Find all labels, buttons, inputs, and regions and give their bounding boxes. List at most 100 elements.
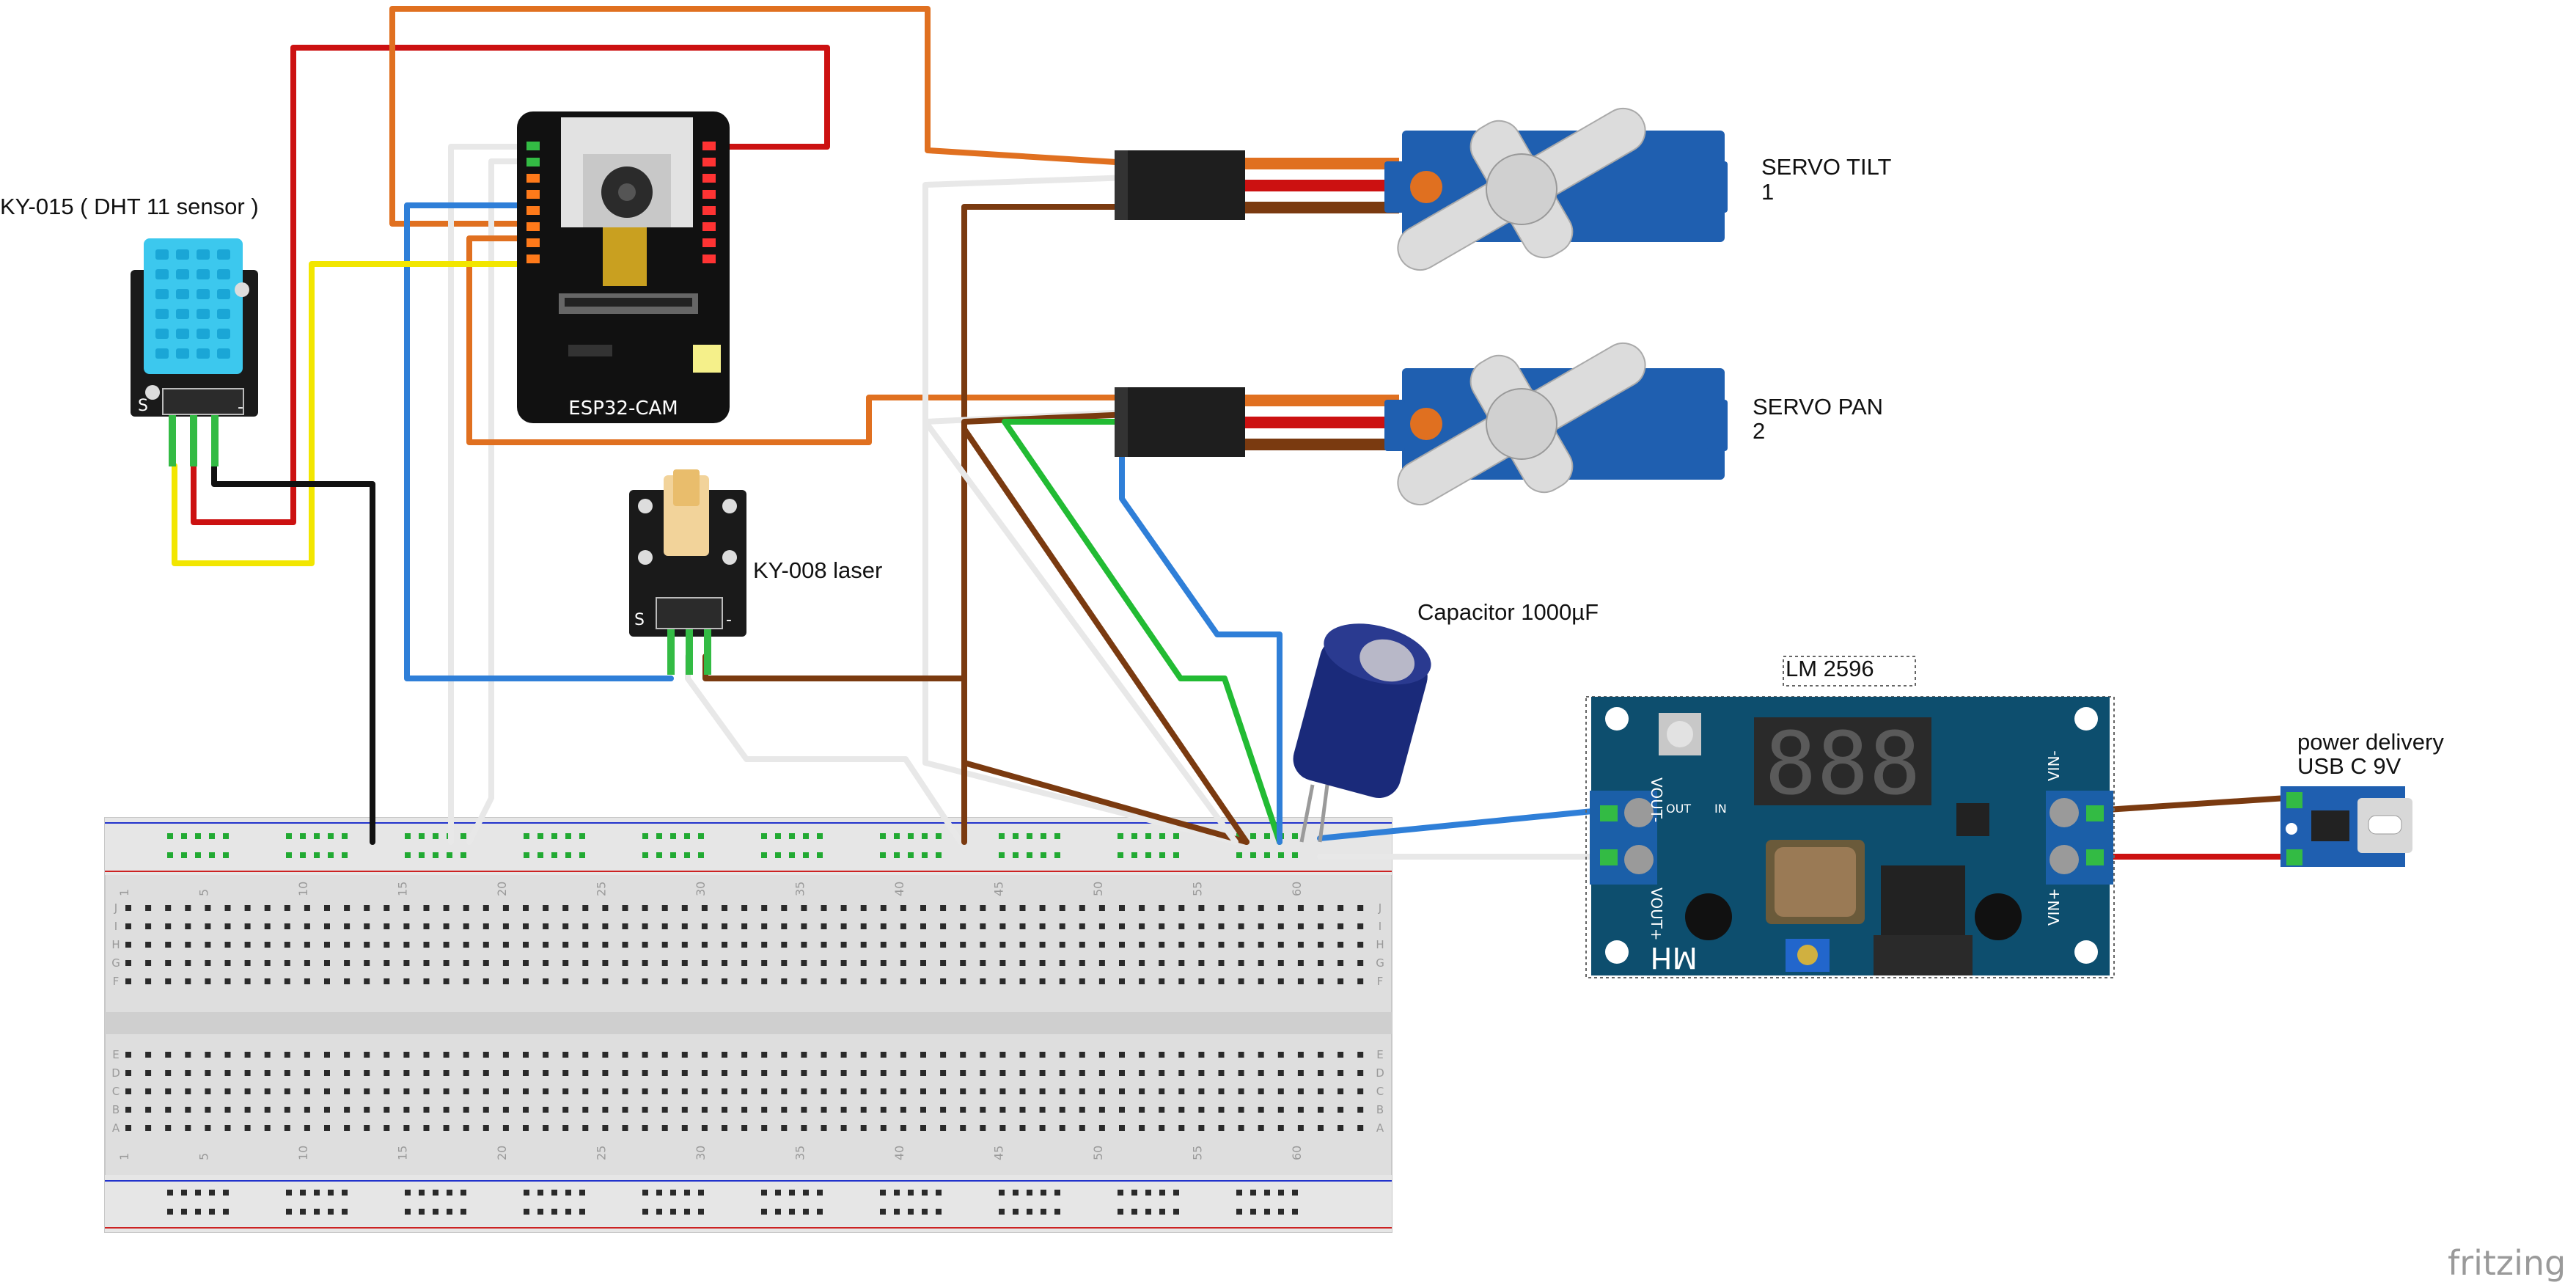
breadboard-row-letter: D xyxy=(1376,1066,1384,1080)
lm2596-regulator: 888 VOUT- VOUT+ VIN- VIN+ OUT I xyxy=(1585,656,2115,978)
wire-white-tilt xyxy=(922,175,1239,845)
label-servo-pan-number: 2 xyxy=(1753,418,1765,444)
capacitor-leg-1 xyxy=(1299,784,1315,843)
wire-black-dht xyxy=(211,463,375,845)
servo-tilt xyxy=(1384,108,1728,271)
breadboard-column-number: 50 xyxy=(1091,1146,1105,1160)
breadboard-row-letter: G xyxy=(1376,956,1384,970)
wire-brown-pan xyxy=(961,411,1250,845)
breadboard-column-number: 20 xyxy=(495,1146,509,1160)
label-servo-tilt: SERVO TILT xyxy=(1761,154,1892,180)
breadboard-column-number: 60 xyxy=(1290,882,1304,896)
wire-brown-vin xyxy=(2093,795,2289,813)
breadboard-column-numbers: 1155101015152020252530303535404045455050… xyxy=(111,882,1384,1160)
wire-blue-laser xyxy=(404,202,674,681)
servo-pan-connector xyxy=(1115,387,1399,457)
breadboard-row-letter: E xyxy=(112,1048,119,1061)
breadboard-column-number: 20 xyxy=(495,882,509,896)
breadboard-row-letter: A xyxy=(1376,1121,1384,1135)
breadboard-column-number: 40 xyxy=(892,1146,906,1160)
wire-green-pan xyxy=(1002,419,1283,845)
breadboard-column-number: 25 xyxy=(594,1146,608,1160)
vin-plus-mark: VIN+ xyxy=(2045,888,2063,926)
breadboard-column-number: 45 xyxy=(991,1146,1005,1160)
wire-blue-vout xyxy=(1317,808,1603,841)
breadboard-column-number: 30 xyxy=(694,882,708,896)
breadboard-holes xyxy=(125,833,1364,1215)
label-dht-sensor: KY-015 ( DHT 11 sensor ) xyxy=(0,194,259,219)
breadboard: 1155101015152020252530303535404045455050… xyxy=(104,817,1392,1233)
breadboard-row-letter: I xyxy=(1379,920,1381,933)
fritzing-watermark: fritzing xyxy=(2448,1243,2566,1283)
breadboard-row-letter: D xyxy=(111,1066,120,1080)
esp32-cam-board: ESP32-CAM xyxy=(517,111,730,423)
wire-blue-pan xyxy=(1119,437,1283,845)
breadboard-row-letter: H xyxy=(1376,938,1384,951)
breadboard-row-letter: B xyxy=(112,1103,120,1116)
breadboard-row-letter: F xyxy=(1377,975,1384,988)
out-mark: OUT xyxy=(1666,802,1691,816)
servo-tilt-connector xyxy=(1115,150,1399,220)
dht-pin-s: S xyxy=(138,397,148,415)
laser-pin-s: S xyxy=(634,611,645,629)
breadboard-column-number: 25 xyxy=(594,882,608,896)
label-usb-c: USB C 9V xyxy=(2297,753,2401,779)
breadboard-column-number: 45 xyxy=(991,882,1005,896)
label-servo-tilt-number: 1 xyxy=(1761,179,1774,205)
wire-yellow-dht xyxy=(172,261,542,566)
esp32-board-label: ESP32-CAM xyxy=(568,398,678,420)
wire-white-esp-2 xyxy=(466,158,542,845)
wire-white-laser xyxy=(685,654,964,845)
breadboard-column-number: 40 xyxy=(892,882,906,896)
wire-red-power xyxy=(191,45,830,525)
breadboard-row-letter: J xyxy=(1378,901,1381,915)
breadboard-row-letter: C xyxy=(112,1085,120,1098)
breadboard-column-number: 30 xyxy=(694,1146,708,1160)
breadboard-column-number: 35 xyxy=(793,1146,807,1160)
wire-white-esp xyxy=(448,144,542,845)
vout-plus-mark: VOUT+ xyxy=(1648,887,1665,941)
breadboard-row-letter: H xyxy=(111,938,120,951)
breadboard-column-number: 1 xyxy=(117,1153,131,1160)
usb-c-power-module xyxy=(2280,786,2412,867)
breadboard-row-letter: G xyxy=(111,956,120,970)
breadboard-row-letter: B xyxy=(1376,1103,1384,1116)
breadboard-row-letter: F xyxy=(113,975,120,988)
breadboard-row-letter: J xyxy=(114,901,117,915)
vout-minus-mark: VOUT- xyxy=(1648,777,1665,822)
label-capacitor: Capacitor 1000µF xyxy=(1417,599,1599,625)
servo-pan xyxy=(1384,343,1728,505)
mh-mark: MH xyxy=(1650,940,1698,974)
wire-orange-pan xyxy=(466,235,1131,445)
label-regulator: LM 2596 xyxy=(1786,656,1874,681)
breadboard-column-number: 50 xyxy=(1091,882,1105,896)
label-laser: KY-008 laser xyxy=(753,557,882,583)
dht-pin-minus: - xyxy=(238,398,243,417)
vin-minus-mark: VIN- xyxy=(2045,750,2063,781)
breadboard-column-number: 15 xyxy=(395,1146,409,1160)
breadboard-column-number: 5 xyxy=(197,1153,210,1160)
breadboard-column-number: 1 xyxy=(117,889,131,896)
ky008-laser-module: S - xyxy=(629,469,746,675)
breadboard-column-number: 5 xyxy=(197,889,210,896)
capacitor xyxy=(1293,623,1431,798)
breadboard-row-letter: A xyxy=(112,1121,120,1135)
breadboard-column-number: 35 xyxy=(793,882,807,896)
breadboard-row-letter: C xyxy=(1376,1085,1384,1098)
breadboard-column-number: 10 xyxy=(296,1146,310,1160)
breadboard-row-letter: E xyxy=(1376,1048,1383,1061)
regulator-display: 888 xyxy=(1764,713,1920,814)
laser-pin-minus: - xyxy=(726,611,732,629)
wire-brown-tilt xyxy=(961,204,1250,845)
capacitor-leg-2 xyxy=(1318,784,1329,843)
breadboard-row-letter: I xyxy=(114,920,117,933)
breadboard-column-number: 60 xyxy=(1290,1146,1304,1160)
in-mark: IN xyxy=(1714,802,1727,816)
dht11-sensor: S - xyxy=(131,238,258,466)
breadboard-column-number: 55 xyxy=(1190,882,1204,896)
breadboard-column-number: 55 xyxy=(1190,1146,1204,1160)
label-servo-pan: SERVO PAN xyxy=(1753,394,1883,420)
breadboard-column-number: 10 xyxy=(296,882,310,896)
breadboard-column-number: 15 xyxy=(395,882,409,896)
